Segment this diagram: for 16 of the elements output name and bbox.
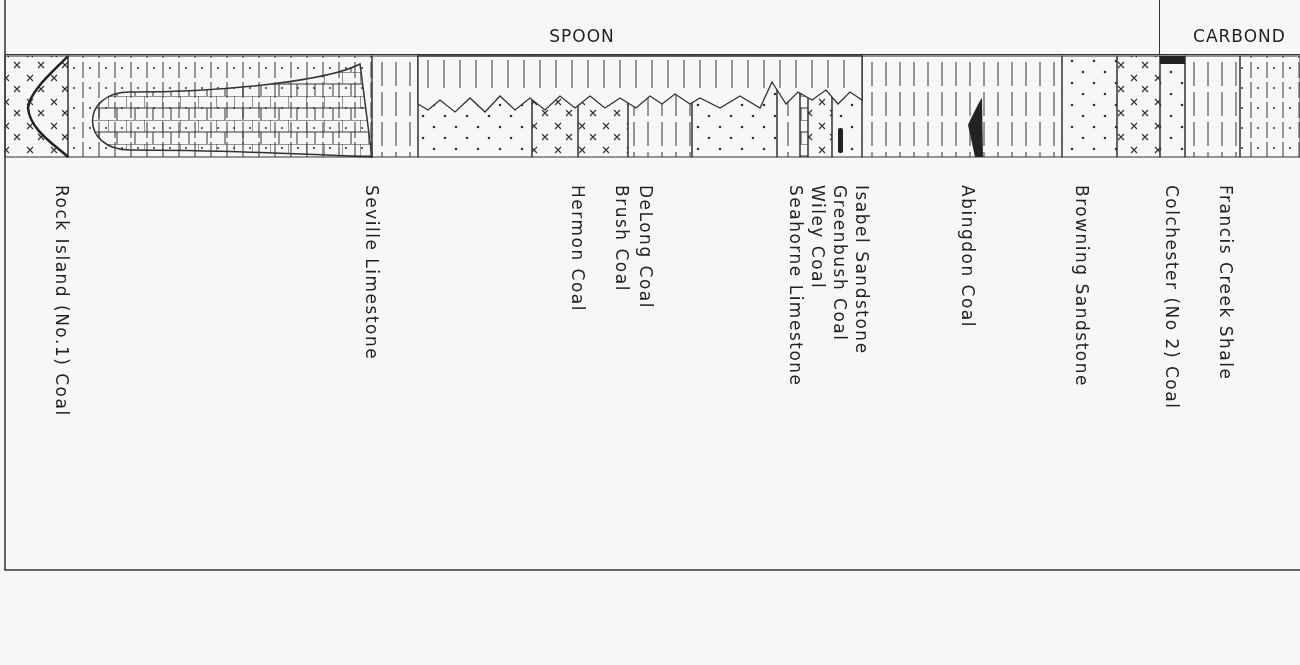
unit-label: Hermon Coal	[568, 185, 588, 312]
unit-label: Isabel Sandstone	[852, 185, 872, 355]
formation-name: SPOON	[549, 26, 615, 46]
unit-label: Rock Island (No.1) Coal	[52, 185, 72, 417]
formation-name: CARBOND	[1193, 26, 1286, 46]
unit-label: Wiley Coal	[808, 185, 828, 290]
unit-label: DeLong Coal	[636, 185, 656, 309]
unit-label: Francis Creek Shale	[1216, 185, 1236, 381]
unit-label: Seahorne Limestone	[786, 185, 806, 387]
unit-label: Abingdon Coal	[958, 185, 978, 328]
unit-label: Brush Coal	[612, 185, 632, 292]
unit-label: Seville Limestone	[362, 185, 382, 361]
unit-label: Colchester (No 2) Coal	[1162, 185, 1182, 410]
unit-label: Browning Sandstone	[1072, 185, 1092, 387]
unit-label: Greenbush Coal	[830, 185, 850, 342]
formation-header	[5, 0, 1160, 55]
